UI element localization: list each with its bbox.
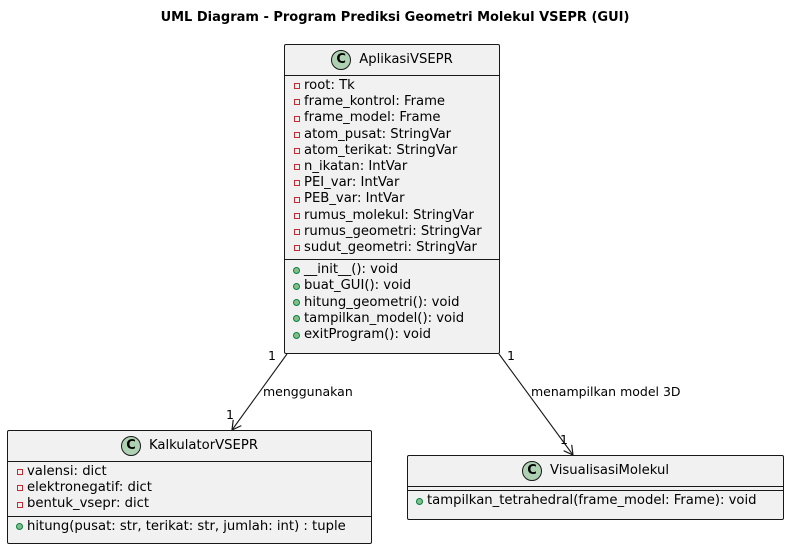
method-text: hitung_geometri(): void: [304, 294, 460, 310]
class-header: C AplikasiVSEPR: [285, 45, 499, 75]
attributes-section: [408, 486, 783, 490]
method-text: hitung(pusat: str, terikat: str, jumlah:…: [27, 518, 346, 534]
multiplicity-target: 1: [226, 407, 234, 422]
attribute-text: rumus_geometri: StringVar: [304, 223, 482, 239]
method-text: __init__(): void: [304, 262, 399, 278]
class-header: C KalkulatorVSEPR: [8, 431, 371, 461]
public-visibility-icon: [414, 497, 425, 505]
attribute-row: root: Tk: [291, 78, 493, 94]
private-visibility-icon: [291, 212, 302, 219]
attribute-row: frame_model: Frame: [291, 110, 493, 126]
private-visibility-icon: [291, 83, 302, 90]
attribute-row: PEB_var: IntVar: [291, 191, 493, 207]
method-row: tampilkan_model(): void: [291, 311, 493, 327]
method-row: hitung(pusat: str, terikat: str, jumlah:…: [14, 519, 365, 535]
private-visibility-icon: [291, 164, 302, 171]
attribute-text: sudut_geometri: StringVar: [304, 240, 477, 256]
private-visibility-icon: [291, 180, 302, 187]
method-row: __init__(): void: [291, 262, 493, 278]
attribute-text: elektronegatif: dict: [27, 480, 152, 496]
class-stereotype-icon: C: [331, 50, 352, 70]
attribute-row: n_ikatan: IntVar: [291, 159, 493, 175]
class-visualisasimolekul: C VisualisasiMolekul tampilkan_tetrahedr…: [407, 455, 784, 520]
attribute-row: sudut_geometri: StringVar: [291, 240, 493, 256]
method-row: hitung_geometri(): void: [291, 295, 493, 311]
multiplicity-source: 1: [507, 348, 515, 363]
private-visibility-icon: [291, 99, 302, 106]
relation-label: menampilkan model 3D: [531, 384, 681, 399]
attribute-text: root: Tk: [304, 78, 355, 93]
attribute-text: rumus_molekul: StringVar: [304, 207, 474, 223]
attribute-text: atom_terikat: StringVar: [304, 142, 458, 158]
private-visibility-icon: [291, 228, 302, 235]
public-visibility-icon: [14, 523, 25, 531]
attribute-text: PEI_var: IntVar: [304, 175, 400, 191]
attribute-row: valensi: dict: [14, 464, 365, 480]
method-row: buat_GUI(): void: [291, 278, 493, 294]
attribute-row: rumus_geometri: StringVar: [291, 224, 493, 240]
attribute-text: PEB_var: IntVar: [304, 191, 405, 207]
attribute-text: frame_model: Frame: [304, 110, 441, 126]
attribute-row: atom_pusat: StringVar: [291, 127, 493, 143]
attribute-text: n_ikatan: IntVar: [304, 159, 408, 175]
method-row: exitProgram(): void: [291, 327, 493, 343]
method-text: buat_GUI(): void: [304, 278, 412, 294]
private-visibility-icon: [14, 501, 25, 508]
public-visibility-icon: [291, 266, 302, 274]
method-text: tampilkan_model(): void: [304, 310, 465, 326]
private-visibility-icon: [291, 115, 302, 122]
class-name: AplikasiVSEPR: [359, 51, 453, 67]
multiplicity-source: 1: [268, 348, 276, 363]
attribute-row: elektronegatif: dict: [14, 480, 365, 496]
public-visibility-icon: [291, 299, 302, 307]
multiplicity-target: 1: [560, 432, 568, 447]
attribute-text: frame_kontrol: Frame: [304, 94, 446, 110]
attribute-row: frame_kontrol: Frame: [291, 94, 493, 110]
attribute-row: PEI_var: IntVar: [291, 175, 493, 191]
relation-line-menggunakan: [231, 353, 288, 432]
method-text: exitProgram(): void: [304, 327, 431, 343]
private-visibility-icon: [14, 469, 25, 476]
method-row: tampilkan_tetrahedral(frame_model: Frame…: [414, 493, 777, 509]
method-text: tampilkan_tetrahedral(frame_model: Frame…: [427, 493, 757, 508]
relation-label: menggunakan: [263, 384, 353, 399]
attribute-row: rumus_molekul: StringVar: [291, 208, 493, 224]
attribute-row: atom_terikat: StringVar: [291, 143, 493, 159]
public-visibility-icon: [291, 331, 302, 339]
class-name: KalkulatorVSEPR: [149, 437, 258, 453]
class-header: C VisualisasiMolekul: [408, 456, 783, 486]
attribute-text: valensi: dict: [27, 464, 107, 479]
private-visibility-icon: [291, 147, 302, 154]
diagram-title: UML Diagram - Program Prediksi Geometri …: [160, 10, 630, 25]
class-stereotype-icon: C: [522, 461, 542, 481]
class-stereotype-icon: C: [121, 436, 141, 456]
private-visibility-icon: [291, 131, 302, 138]
private-visibility-icon: [291, 196, 302, 203]
public-visibility-icon: [291, 315, 302, 323]
private-visibility-icon: [291, 245, 302, 252]
public-visibility-icon: [291, 283, 302, 291]
attribute-row: bentuk_vsepr: dict: [14, 496, 365, 512]
private-visibility-icon: [14, 485, 25, 492]
attribute-text: atom_pusat: StringVar: [304, 126, 452, 142]
relation-line-menampilkan: [498, 353, 574, 456]
methods-section: tampilkan_tetrahedral(frame_model: Frame…: [408, 490, 783, 512]
methods-section: hitung(pusat: str, terikat: str, jumlah:…: [8, 515, 371, 538]
attribute-text: bentuk_vsepr: dict: [27, 496, 150, 512]
class-name: VisualisasiMolekul: [550, 462, 669, 478]
